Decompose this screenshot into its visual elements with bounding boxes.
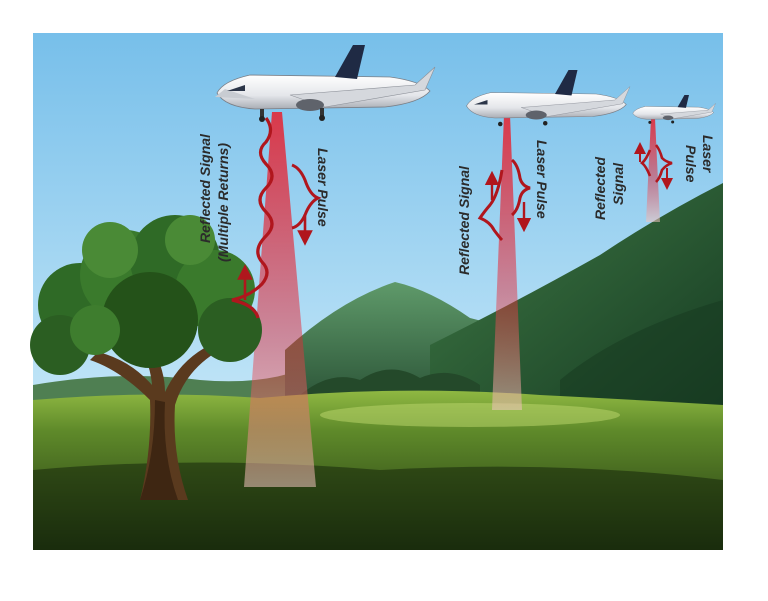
laser-pulse-waveform-middle	[510, 158, 531, 217]
laser-beam-right	[646, 118, 660, 222]
label-right-reflected-2: Signal	[610, 162, 626, 205]
label-left-laser: Laser Pulse	[315, 148, 331, 227]
laser-beam-left	[244, 112, 316, 487]
airplane-icon	[632, 95, 716, 124]
airplane-icon	[466, 70, 631, 127]
laser-pulse-waveform-left	[291, 163, 322, 230]
hill-shadow	[560, 300, 723, 420]
label-left-reflected-1: Reflected Signal	[197, 133, 213, 243]
laser-beam-middle	[492, 115, 522, 410]
label-right-laser-2: Pulse	[683, 145, 699, 183]
label-right-laser-1: Laser	[700, 135, 716, 174]
laser-pulse-waveform-right	[654, 144, 673, 183]
tree-icon	[30, 215, 262, 500]
reflected-signal-waveform-middle	[477, 169, 504, 242]
reflected-signal-waveform-right	[639, 149, 652, 177]
ground-shadow	[33, 462, 723, 550]
label-right-reflected-1: Reflected	[592, 157, 608, 220]
label-mid-reflected: Reflected Signal	[456, 165, 472, 275]
airplane-icon	[215, 45, 436, 122]
meadow-highlight	[320, 403, 620, 427]
label-mid-laser: Laser Pulse	[534, 140, 550, 219]
reflected-signal-waveform-left	[231, 117, 274, 319]
label-left-reflected-2: (Multiple Returns)	[215, 143, 231, 262]
